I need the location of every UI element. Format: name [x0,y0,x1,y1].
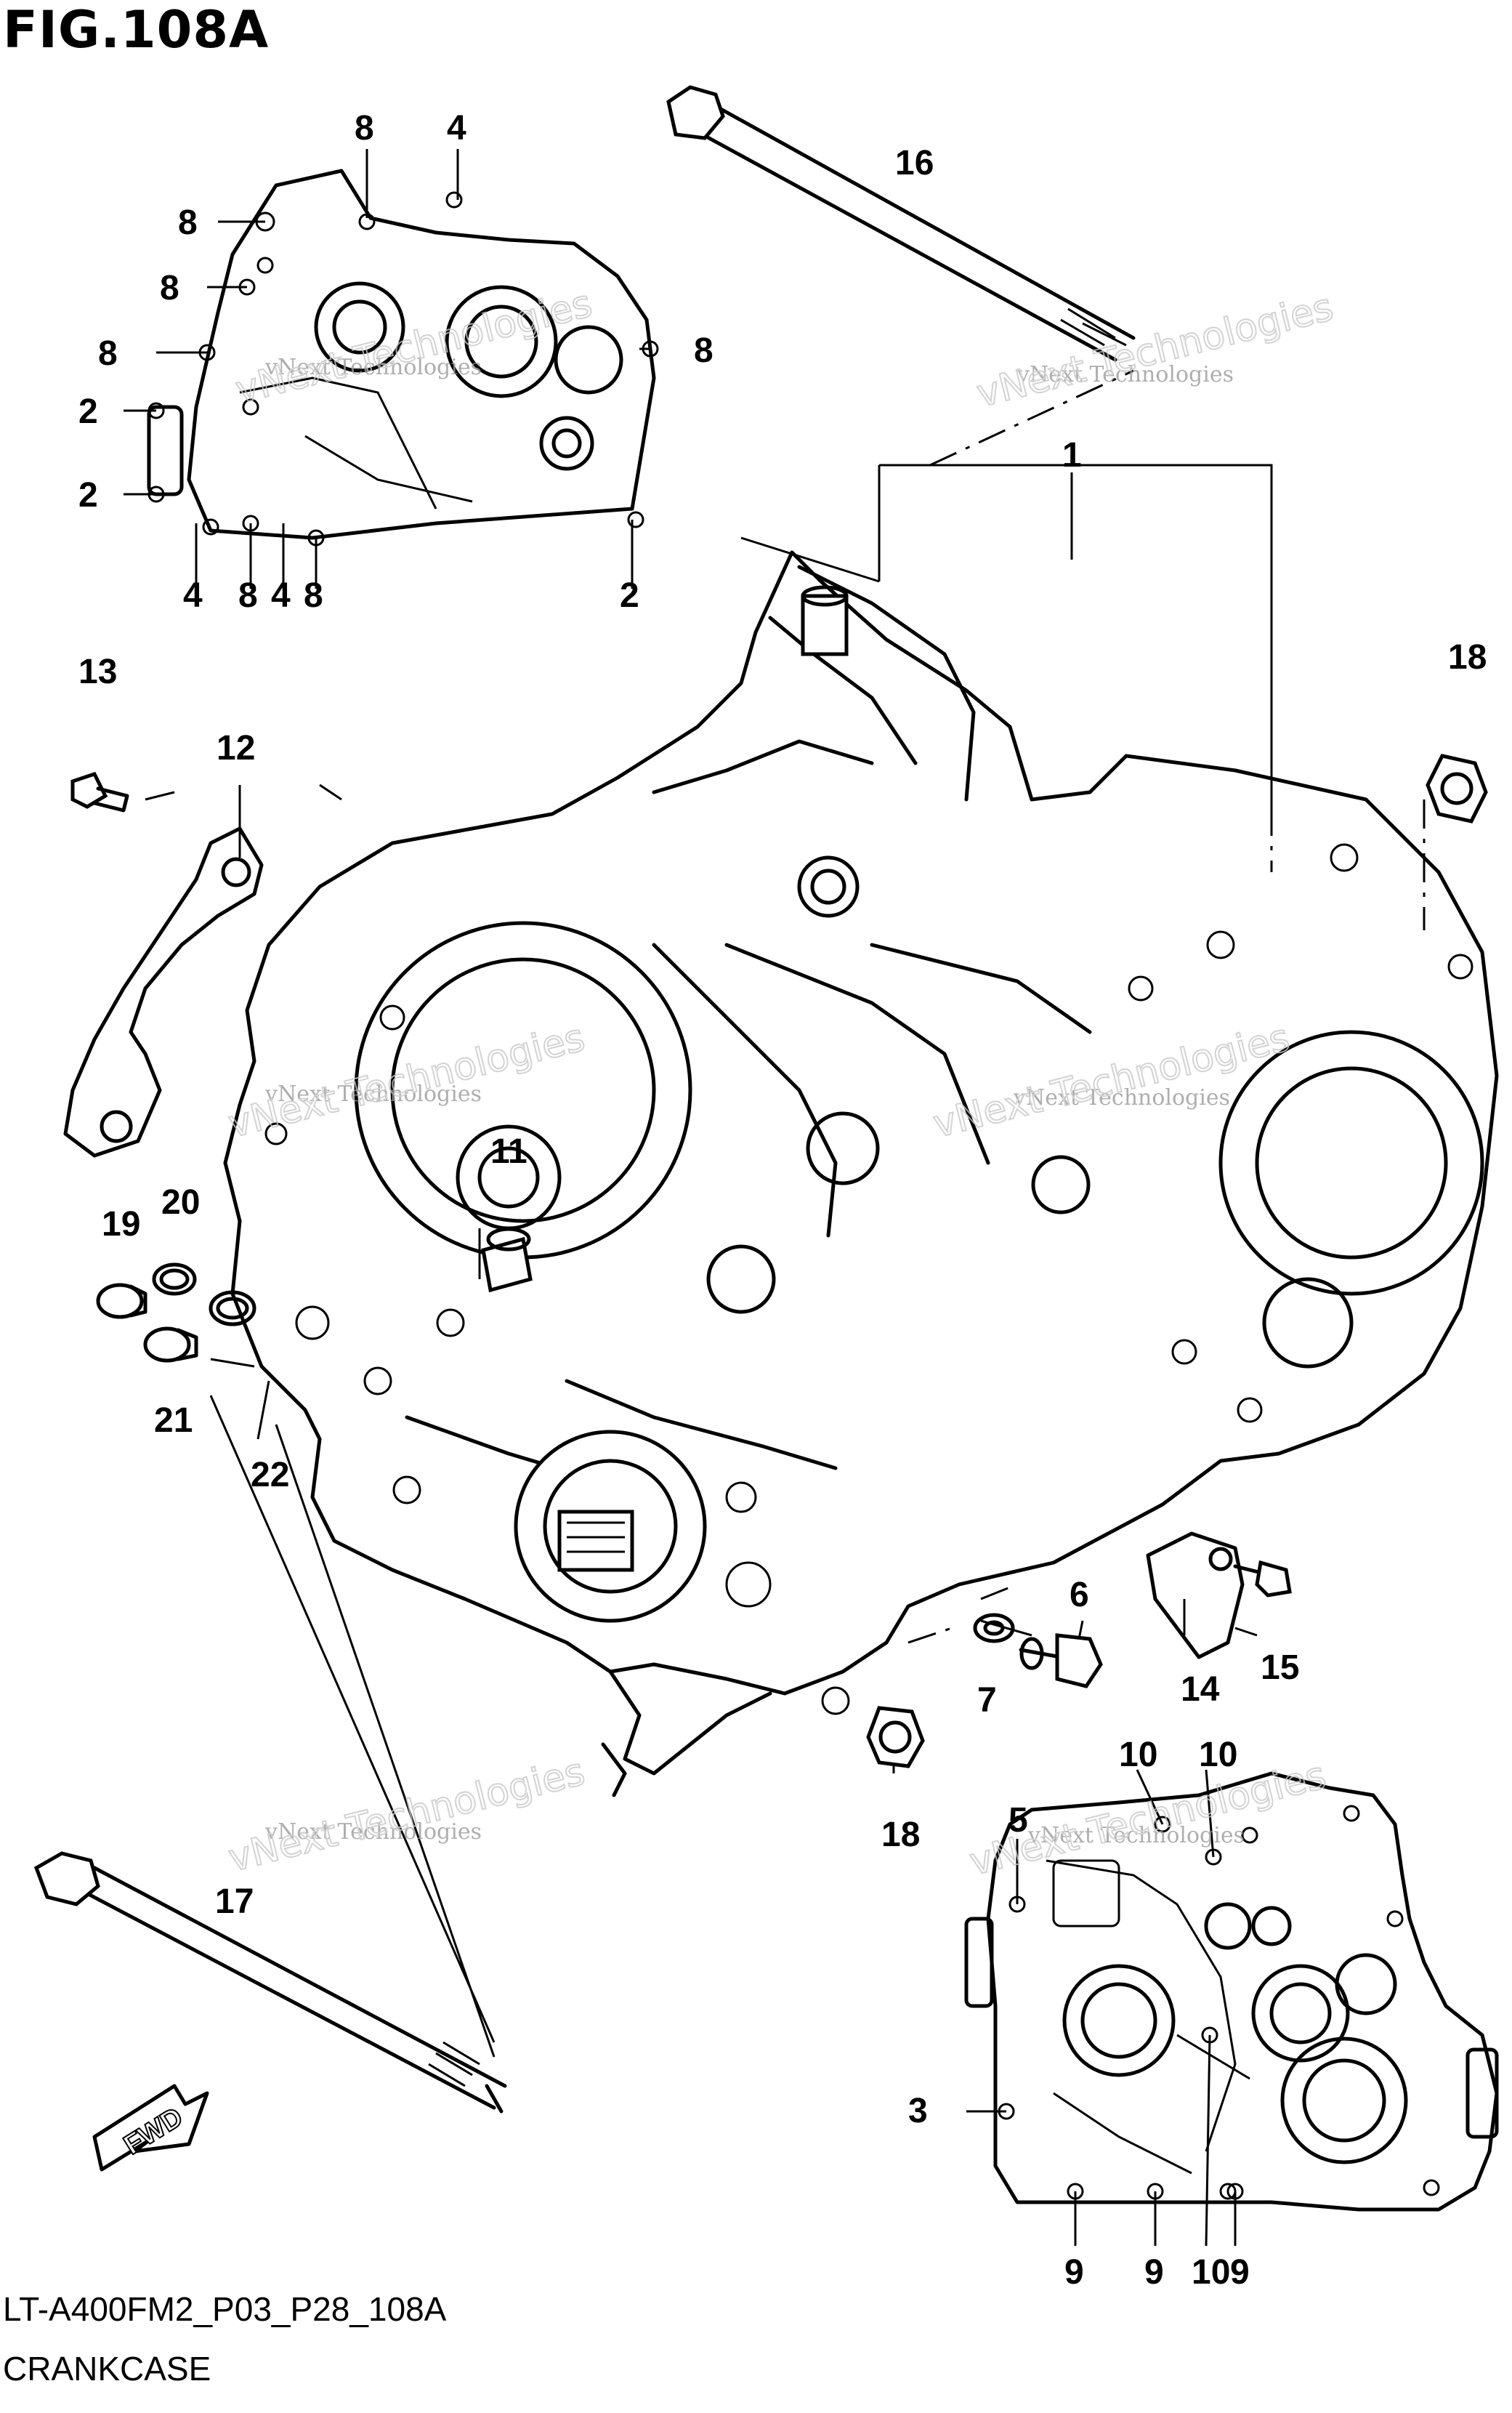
bracket-14[interactable] [1146,1531,1245,1659]
callout-7: 7 [977,1681,997,1720]
watermark-logo: vNext Technologies [225,1750,589,1881]
fwd-label: FWD [118,2102,188,2161]
callout-4: 4 [183,576,203,615]
callout-numbers: 8 4 8 8 8 8 2 2 4 8 4 8 2 16 1 13 18 12 … [78,109,1487,2292]
callout-19: 19 [102,1205,140,1244]
bolt-6[interactable] [1019,1633,1103,1688]
leaders-main [145,369,1426,2058]
right-crankcase-half[interactable] [964,1771,1499,2212]
watermarks: vNext Technologies vNext Technologies vN… [224,281,1338,1885]
bolt-17[interactable] [33,1851,507,2114]
o-ring-22[interactable] [209,1290,256,1326]
fwd-arrow: FWD [92,2084,209,2172]
callout-5: 5 [1008,1801,1028,1840]
figure-name: CRANKCASE [3,2350,211,2388]
callout-18: 18 [881,1816,920,1854]
callout-17: 17 [215,1882,254,1921]
leaders-bottom-right [966,1769,1237,2247]
watermark-text: vNext Technologies [264,1819,482,1845]
callout-8: 8 [178,204,198,242]
plug-19[interactable] [96,1283,147,1319]
callout-4: 4 [447,109,466,148]
callout-4: 4 [271,576,291,615]
callout-8: 8 [160,269,179,307]
callout-8: 8 [304,576,323,615]
callout-8: 8 [355,109,374,148]
callout-10: 10 [1199,1736,1237,1774]
callout-10: 10 [1119,1736,1157,1774]
nut-18-upper[interactable] [1426,754,1488,823]
callout-8: 8 [694,331,713,370]
watermark-text: vNext Technologies [264,355,482,380]
watermark-text: vNext Technologies [1016,362,1234,387]
callout-2: 2 [78,392,98,431]
o-ring-20[interactable] [152,1262,197,1296]
watermark-logo: vNext Technologies [973,286,1338,416]
figure-code: LT-A400FM2_P03_P28_108A [3,2290,447,2328]
figure-title: FIG.108A [3,0,270,60]
callout-21: 21 [154,1401,193,1440]
watermark-logo: vNext Technologies [929,1016,1294,1147]
callout-18: 18 [1448,638,1487,677]
leaders-top-left [124,149,650,589]
watermark-text: vNext Technologies [264,1081,482,1107]
callout-16: 16 [895,144,934,182]
callout-9: 9 [1064,2253,1084,2292]
watermark-text: vNext Technologies [1027,1823,1245,1848]
callout-11: 11 [490,1132,527,1171]
callout-3: 3 [908,2092,928,2130]
callout-1: 1 [1062,436,1082,475]
callout-6: 6 [1070,1576,1089,1614]
plug-21[interactable] [143,1326,198,1363]
bolt-16[interactable] [666,85,1136,362]
callout-8: 8 [98,334,118,373]
callout-10: 10 [1192,2253,1230,2292]
callout-9: 9 [1230,2253,1250,2292]
washer-7[interactable] [973,1613,1015,1643]
callout-8: 8 [238,576,258,615]
callout-20: 20 [161,1183,200,1222]
callout-9: 9 [1144,2253,1164,2292]
bracket-12[interactable] [63,826,264,1158]
callout-13: 13 [78,653,117,691]
callout-2: 2 [78,476,98,515]
callout-14: 14 [1181,1670,1220,1709]
callout-15: 15 [1261,1648,1299,1687]
callout-12: 12 [217,729,255,768]
watermark-text: vNext Technologies [1013,1085,1230,1111]
bolt-15[interactable] [1233,1560,1292,1598]
bolt-13[interactable] [70,771,129,813]
watermark-logo: vNext Technologies [232,282,597,413]
callout-2: 2 [620,576,639,615]
callout-22: 22 [251,1456,289,1494]
nut-18-lower[interactable] [866,1706,925,1768]
main-crankcase[interactable] [223,550,1499,1797]
